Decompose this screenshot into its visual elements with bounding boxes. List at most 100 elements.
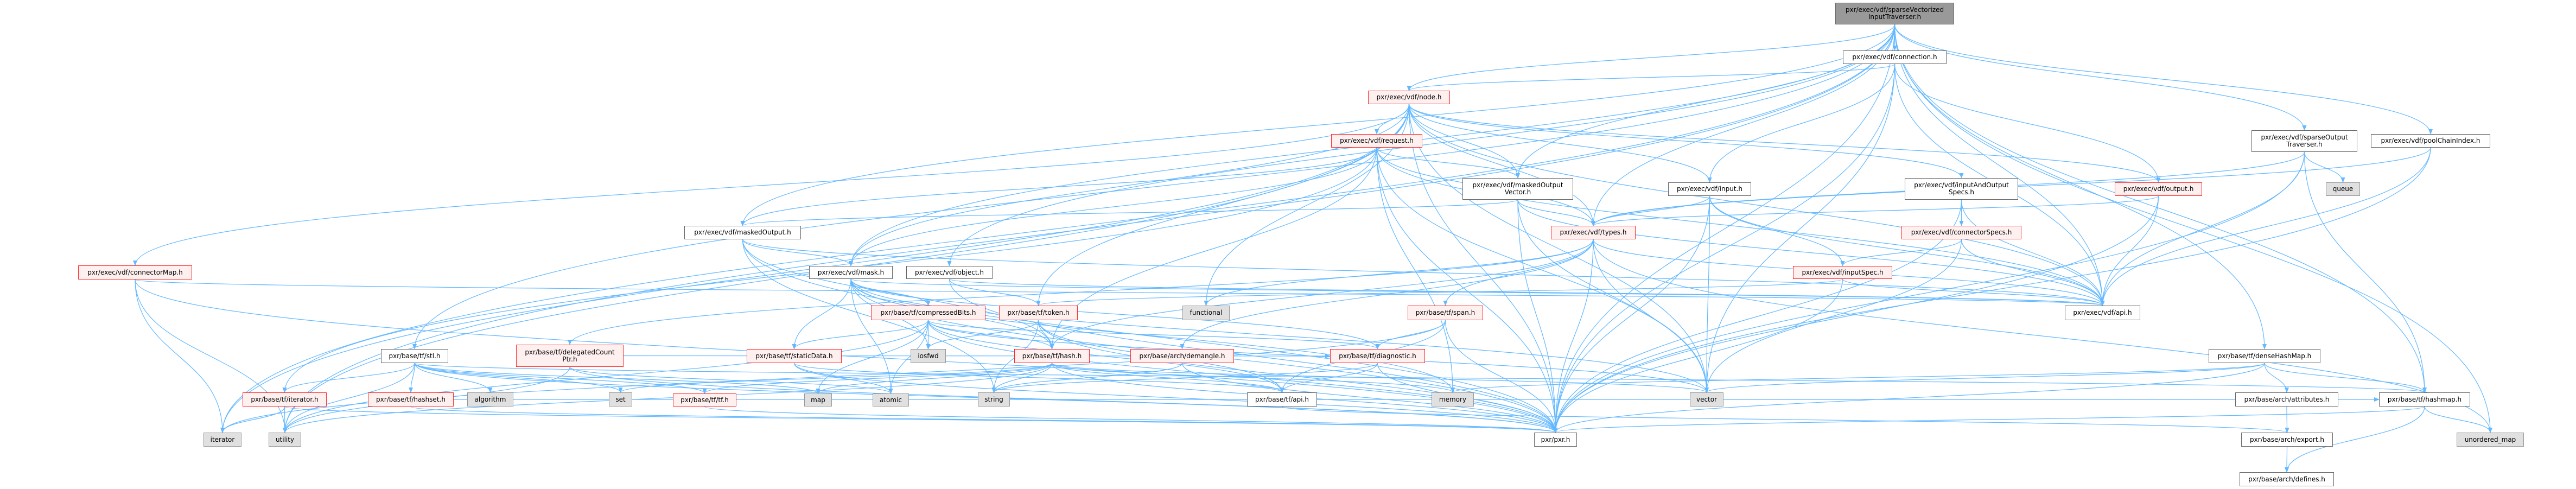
edge-hash-to-tf [702,363,1053,394]
graph-node-memory[interactable]: memory [1432,392,1474,407]
edge-staticData-to-pxr [793,363,1558,433]
edge-maskedOutputVector-to-vdfapi [1517,199,2105,306]
edge-connectorMap-to-iterator [135,279,225,433]
graph-node-mask[interactable]: pxr/exec/vdf/mask.h [809,266,893,279]
graph-node-object[interactable]: pxr/exec/vdf/object.h [906,266,993,279]
edge-compressedBits-to-atomic [888,320,929,394]
edge-inputSpec-to-token [1036,278,1843,306]
graph-node-pool-chain-index[interactable]: pxr/exec/vdf/poolChainIndex.h [2371,134,2490,148]
graph-node-functional[interactable]: functional [1182,306,1230,320]
graph-node-hash[interactable]: pxr/base/tf/hash.h [1014,349,1090,363]
graph-node-request[interactable]: pxr/exec/vdf/request.h [1331,134,1422,148]
edge-node-to-inputAndOutputSpecs [1408,104,1964,179]
edge-node-to-types [1408,104,1595,226]
graph-node-set[interactable]: set [609,392,632,407]
graph-node-utility[interactable]: utility [269,433,301,447]
edge-poolChainIndex-to-pxr [1553,147,2431,433]
edge-compressedBits-to-hash [927,320,1054,350]
graph-node-export[interactable]: pxr/base/arch/export.h [2241,433,2333,447]
graph-node-connector-map[interactable]: pxr/exec/vdf/connectorMap.h [78,265,192,280]
graph-node-iterator-h[interactable]: pxr/base/tf/iterator.h [243,392,327,407]
graph-node-demangle[interactable]: pxr/base/arch/demangle.h [1130,349,1234,363]
edge-maskedOutput-to-mask [742,239,853,266]
graph-node-iterator[interactable]: iterator [203,433,241,447]
graph-node-hashmap[interactable]: pxr/base/tf/hashmap.h [2379,392,2470,407]
graph-node-root[interactable]: pxr/exec/vdf/sparseVectorized InputTrave… [1835,3,1954,24]
graph-node-string[interactable]: string [978,392,1010,407]
edge-root-to-poolChainIndex [1894,24,2433,135]
graph-node-diagnostic[interactable]: pxr/base/tf/diagnostic.h [1330,349,1425,363]
graph-node-delegated-count-ptr[interactable]: pxr/base/tf/delegatedCount Ptr.h [516,345,624,367]
edge-hash-to-vector [1051,363,1709,393]
graph-node-unordered-map[interactable]: unordered_map [2457,433,2524,447]
graph-node-output[interactable]: pxr/exec/vdf/output.h [2115,182,2202,196]
edge-node-to-vdfapi [1408,104,2105,306]
edge-root-to-node [1407,24,1896,91]
edge-root-to-denseHashMap [1894,24,2267,350]
edge-maskedOutput-to-string [742,239,996,393]
edge-denseHashMap-to-vector [1704,363,2265,393]
graph-node-map[interactable]: map [804,393,832,407]
edge-compressedBits-to-tfapi [927,320,1284,393]
graph-node-connector-specs[interactable]: pxr/exec/vdf/connectorSpecs.h [1901,226,2021,239]
graph-node-dense-hash-map[interactable]: pxr/base/tf/denseHashMap.h [2209,349,2320,363]
graph-node-input[interactable]: pxr/exec/vdf/input.h [1668,182,1751,196]
edge-request-to-vector [1376,147,1709,393]
edge-sparseOutputTraverser-to-hashmap [2304,151,2427,393]
graph-node-vector[interactable]: vector [1690,392,1723,407]
graph-node-tf[interactable]: pxr/base/tf/tf.h [673,393,736,407]
edge-hashmap-to-pxr [1554,406,2425,433]
edge-hash-to-set [618,363,1053,393]
graph-node-span[interactable]: pxr/base/tf/span.h [1408,306,1483,320]
graph-node-masked-output[interactable]: pxr/exec/vdf/maskedOutput.h [684,226,801,239]
graph-node-compressed-bits[interactable]: pxr/base/tf/compressedBits.h [871,306,985,320]
graph-node-algorithm[interactable]: algorithm [467,392,513,407]
edge-sparseOutputTraverser-to-queue [2304,151,2345,183]
edge-connection-to-node [1407,63,1896,91]
graph-node-pxr[interactable]: pxr/pxr.h [1534,433,1577,447]
graph-node-static-data[interactable]: pxr/base/tf/staticData.h [747,349,842,363]
edge-compressedBits-to-diagnostic [927,320,1380,350]
graph-node-atomic[interactable]: atomic [873,393,909,407]
graph-node-token[interactable]: pxr/base/tf/token.h [999,306,1078,320]
graph-node-iosfwd[interactable]: iosfwd [911,349,946,363]
edge-token-to-iosfwd [926,320,1039,350]
edge-stl-to-tf [414,363,707,394]
graph-node-connection[interactable]: pxr/exec/vdf/connection.h [1843,50,1947,64]
edge-tf-to-pxr [704,406,1557,433]
graph-node-attributes[interactable]: pxr/base/arch/attributes.h [2235,392,2338,407]
edge-input-to-inputSpec [1709,195,1845,266]
graph-node-stl[interactable]: pxr/base/tf/stl.h [381,349,448,363]
edge-node-to-pxr [1408,104,1558,433]
edge-stl-to-hashmap [414,363,2426,393]
graph-node-vdfapi[interactable]: pxr/exec/vdf/api.h [2065,306,2140,320]
edge-hash-to-utility [283,363,1053,433]
edge-diagnostic-to-tfapi [1280,363,1378,393]
edge-connectorMap-to-vdfapi [135,279,2104,306]
graph-node-queue[interactable]: queue [2326,182,2360,196]
edge-hashmap-to-unordered_map [2424,406,2492,433]
edge-connection-to-pxr [1553,63,1896,433]
edge-inputSpec-to-pxr [1553,278,1843,433]
graph-node-hashset[interactable]: pxr/base/tf/hashset.h [368,392,454,407]
edge-maskedOutput-to-pxr [742,239,1558,433]
edge-mask-to-staticData [792,278,851,350]
edge-object-to-vdfapi [949,278,2104,306]
edge-input-to-vdfapi [1709,195,2105,306]
graph-node-input-spec[interactable]: pxr/exec/vdf/inputSpec.h [1793,266,1892,279]
graph-node-tfapi[interactable]: pxr/base/tf/api.h [1247,392,1317,407]
edge-root-to-stl [412,24,1896,350]
edge-node-to-maskedOutputVector [1408,104,1520,179]
graph-node-sparse-output-traverser[interactable]: pxr/exec/vdf/sparseOutput Traverser.h [2251,130,2357,152]
edge-stl-to-iteratorH [282,363,415,393]
edge-span-to-iterator [220,320,1446,433]
graph-node-input-and-output-specs[interactable]: pxr/exec/vdf/inputAndOutput Specs.h [1905,178,2018,200]
edge-delegatedCountPtr-to-pxr [569,366,1558,433]
graph-node-node[interactable]: pxr/exec/vdf/node.h [1368,91,1450,104]
graph-node-types[interactable]: pxr/exec/vdf/types.h [1551,226,1636,239]
edge-request-to-vdfapi [1376,147,2105,306]
graph-node-masked-output-vector[interactable]: pxr/exec/vdf/maskedOutput Vector.h [1462,178,1573,200]
edge-connection-to-input [1707,63,1896,183]
graph-node-defines[interactable]: pxr/base/arch/defines.h [2240,472,2334,486]
